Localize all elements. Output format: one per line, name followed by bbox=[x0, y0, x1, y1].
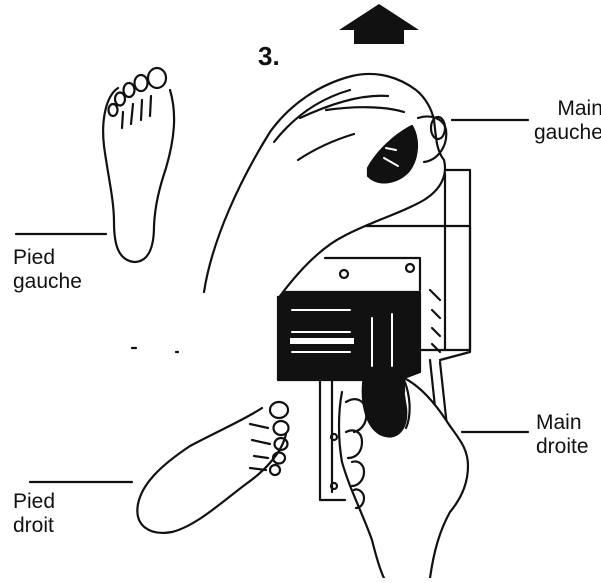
left-hand bbox=[202, 72, 448, 298]
label-pied-droit-line1: Pied bbox=[13, 490, 56, 513]
label-main-droite: Main droite bbox=[536, 411, 589, 459]
label-main-gauche-line1: Main bbox=[557, 97, 601, 120]
right-foot bbox=[136, 400, 290, 534]
label-pied-gauche: Pied gauche bbox=[13, 246, 82, 294]
direction-arrow-icon bbox=[339, 4, 419, 44]
label-main-gauche: Main gauche bbox=[534, 97, 601, 145]
label-pied-gauche-line1: Pied bbox=[13, 246, 56, 269]
right-hand bbox=[337, 376, 470, 580]
label-pied-droit: Pied droit bbox=[13, 490, 55, 538]
label-pied-droit-line2: droit bbox=[13, 514, 54, 537]
label-pied-gauche-line2: gauche bbox=[13, 270, 82, 293]
step-number: 3. bbox=[258, 41, 280, 71]
machine bbox=[276, 168, 472, 512]
left-foot bbox=[102, 66, 176, 264]
label-main-droite-line2: droite bbox=[536, 435, 589, 458]
label-main-droite-line1: Main bbox=[536, 411, 582, 434]
label-main-gauche-line2: gauche bbox=[534, 121, 601, 144]
